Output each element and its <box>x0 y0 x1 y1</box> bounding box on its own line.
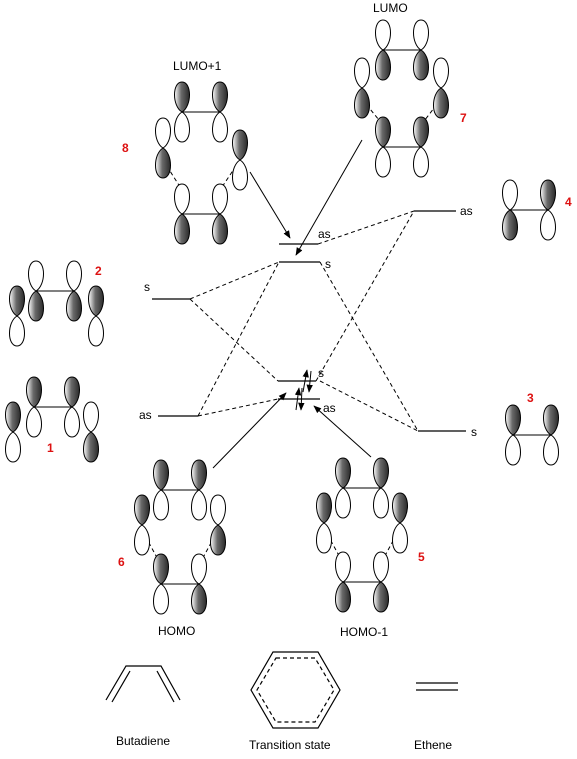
butadiene-label: Butadiene <box>116 734 170 748</box>
sym-label-ts-s-top: s <box>325 257 331 271</box>
ethene-label: Ethene <box>414 738 452 752</box>
sym-label-butadiene-s: s <box>144 280 150 294</box>
electron-pair-arrows <box>294 369 313 411</box>
number-1: 1 <box>47 441 54 455</box>
orbital-picture-1 <box>5 376 99 463</box>
number-3: 3 <box>527 391 534 405</box>
number-4: 4 <box>565 195 572 209</box>
orbital-label-homo: HOMO <box>158 624 195 638</box>
number-7: 7 <box>460 111 467 125</box>
transition-state-label: Transition state <box>249 738 331 752</box>
orbital-picture-4 <box>502 179 556 241</box>
correlation-lines <box>189 210 419 432</box>
energy-levels <box>152 210 466 432</box>
sym-label-ts-as-bottom: as <box>323 401 336 415</box>
sym-label-ethene-as: as <box>460 204 473 218</box>
orbital-picture-2 <box>9 260 104 347</box>
ethene-structure <box>416 682 458 691</box>
number-6: 6 <box>118 555 125 569</box>
orbital-label-lumo: LUMO <box>373 1 408 15</box>
sym-label-ts-as-top: as <box>318 227 331 241</box>
sym-label-butadiene-as: as <box>139 408 152 422</box>
orbital-picture-7 <box>354 19 449 178</box>
butadiene-structure <box>105 665 181 703</box>
symmetry-labels: s as as s s as as s <box>139 204 477 439</box>
orbital-label-homo-minus-1: HOMO-1 <box>340 625 388 639</box>
number-2: 2 <box>95 264 102 278</box>
orbital-picture-5 <box>316 457 408 613</box>
orbital-label-lumo-plus-1: LUMO+1 <box>173 59 222 73</box>
orbital-picture-8 <box>155 81 248 245</box>
orbital-picture-3 <box>505 404 559 466</box>
interaction-arrows <box>212 139 372 469</box>
orbital-picture-6 <box>134 459 226 615</box>
transition-state-structure <box>250 651 341 729</box>
number-5: 5 <box>418 550 425 564</box>
number-8: 8 <box>122 141 129 155</box>
sym-label-ethene-s: s <box>471 425 477 439</box>
sym-label-ts-s-bottom: s <box>318 366 324 380</box>
